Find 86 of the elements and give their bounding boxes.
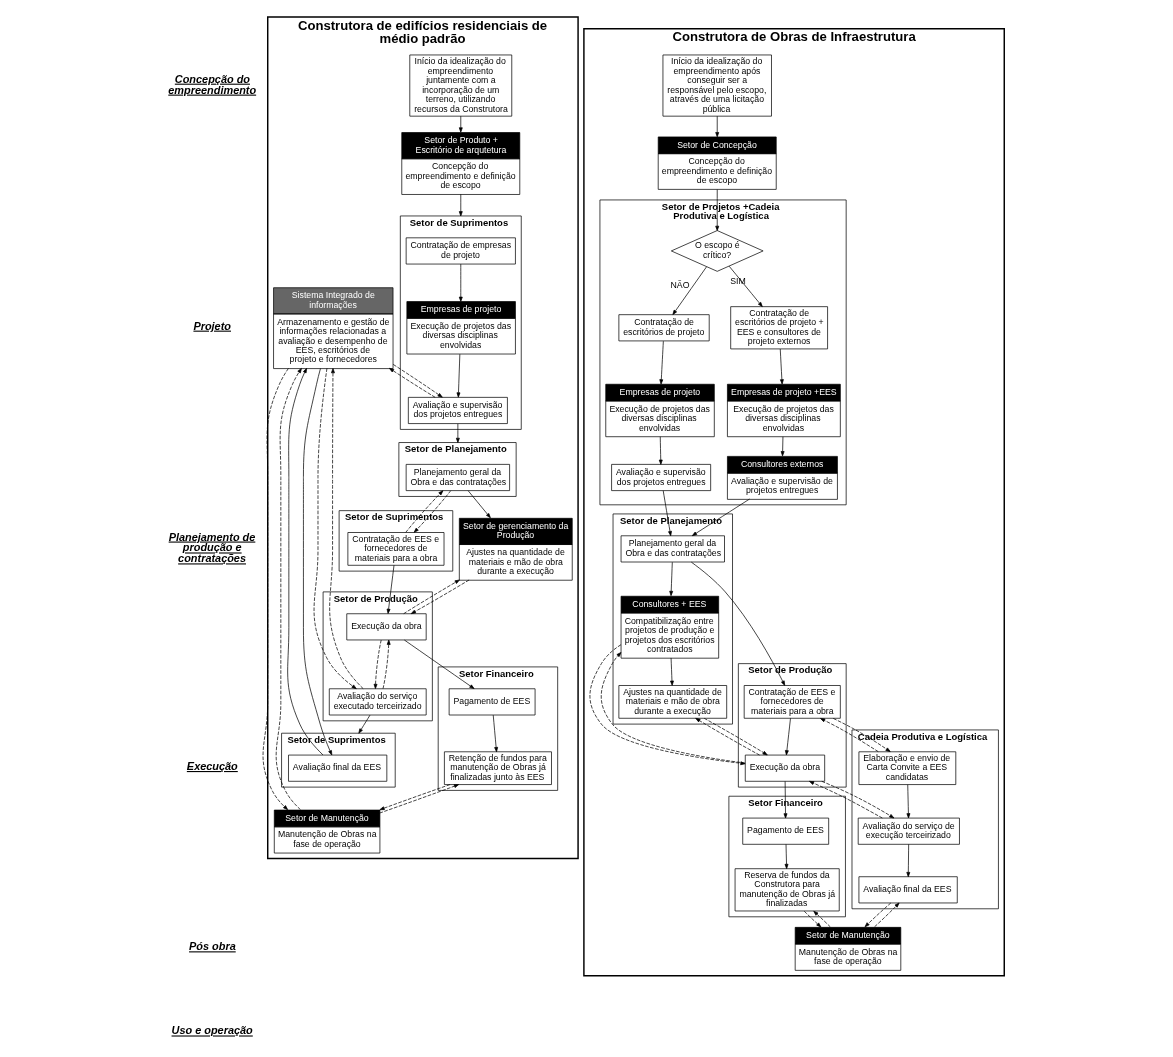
node-box: Avaliação do serviço executado terceirizado [328, 688, 427, 716]
arrow [458, 263, 463, 302]
arrow [669, 657, 674, 686]
arrow [694, 717, 760, 756]
arrow [388, 367, 435, 398]
arrow [467, 490, 491, 519]
node-box: Planejamento geral da Obra e das contratações [405, 464, 510, 491]
arrow [275, 368, 302, 810]
arrow [386, 564, 394, 614]
arrow [873, 902, 899, 928]
arrow [691, 498, 750, 537]
node-box: Avaliação final da EES [287, 754, 387, 782]
node-box: Elaboração e envio de Carta Convite a EES candidatas [858, 751, 956, 785]
node-box: Avaliação do serviço de execução terceirizado [857, 817, 960, 845]
arrow [703, 717, 768, 756]
arrow [328, 368, 364, 689]
node-box: Avaliação e supervisão dos projetos entregues [610, 464, 711, 491]
label: Concepção do empreendimento [167, 72, 256, 96]
node-box: Retenção de fundos para manutenção de Obras já finalizadas junto às EES [443, 751, 552, 785]
arrow [812, 910, 831, 928]
arrow [690, 561, 785, 686]
arrow [402, 579, 460, 615]
arrow [803, 910, 821, 928]
node-box: Início da idealização do empreendimento após conseguir ser a responsável pelo escopo, através de uma licitação pública [662, 54, 772, 117]
arrow [262, 368, 289, 810]
node-box: Pagamento de EES [448, 688, 535, 716]
node-box: Contratação de escritórios de projeto + EES e consultores de projeto externos [729, 306, 828, 350]
arrow [373, 639, 382, 689]
arrow [808, 780, 883, 819]
arrow [313, 368, 357, 690]
arrow [784, 717, 791, 756]
arrow [779, 348, 784, 385]
arrow [672, 266, 707, 315]
node-box: Contratação de EES e fornecedores de materiais para a obra [347, 532, 444, 566]
arrow [455, 423, 460, 443]
arrow [379, 784, 450, 811]
node-box: Ajustes na quantidade de materiais e mão de obra durante a execução [618, 685, 727, 719]
arrow [458, 193, 463, 217]
node-box: Contratação de EES e fornecedores de materiais para a obra [743, 685, 841, 719]
arrow [783, 781, 787, 819]
arrow [378, 784, 459, 814]
arrow [392, 364, 443, 398]
arrow [458, 115, 463, 133]
arrow [357, 714, 370, 734]
arrow [456, 353, 460, 398]
label: Planejamento de produção e contratações [168, 530, 255, 565]
arrow [662, 490, 672, 537]
node-box: Início da idealização do empreendimento juntamente com a incorporação de um terreno, utilizando recursos da Construtora [408, 54, 512, 117]
arrow [832, 718, 891, 752]
node-box: Contratação de empresas de projeto [405, 237, 516, 265]
node-box: Planejamento geral da Obra e das contratações [620, 535, 725, 563]
label: Pós obra [188, 940, 236, 953]
node-box: Contratação de escritórios de projeto [618, 314, 710, 342]
arrow [382, 639, 391, 689]
arrow [905, 843, 910, 878]
arrow [658, 340, 664, 385]
node-box: Avaliação final da EES [858, 876, 958, 904]
arrow [714, 189, 719, 231]
node-box: Execução da obra [345, 613, 427, 641]
arrow [492, 714, 498, 753]
node-box: Execução da obra [744, 754, 825, 782]
arrow [728, 265, 763, 307]
arrow [403, 639, 474, 689]
arrow [906, 784, 910, 819]
node-diamond: O escopo é crítico? [670, 230, 763, 272]
arrow [286, 367, 323, 756]
edge-label: NÃO [670, 280, 689, 291]
arrow [413, 490, 451, 533]
node-box: Pagamento de EES [741, 817, 829, 845]
node-box: Avaliação e supervisão dos projetos entregues [407, 397, 508, 424]
label: Execução [186, 760, 238, 772]
arrow [410, 579, 469, 615]
node-box: Reserva de fundos da Construtora para manutenção de Obras já finalizadas [734, 868, 840, 912]
arrow [668, 561, 673, 596]
arrow [819, 718, 879, 752]
arrow [404, 490, 443, 533]
arrow [864, 902, 891, 928]
label: Uso e operação [171, 1024, 253, 1037]
arrow [780, 436, 784, 457]
arrow [784, 843, 788, 869]
label: Projeto [192, 319, 231, 332]
arrow [714, 115, 719, 138]
edge-label: SIM [729, 276, 746, 287]
arrow [820, 780, 894, 819]
arrow [658, 436, 663, 465]
arrow [302, 368, 332, 756]
